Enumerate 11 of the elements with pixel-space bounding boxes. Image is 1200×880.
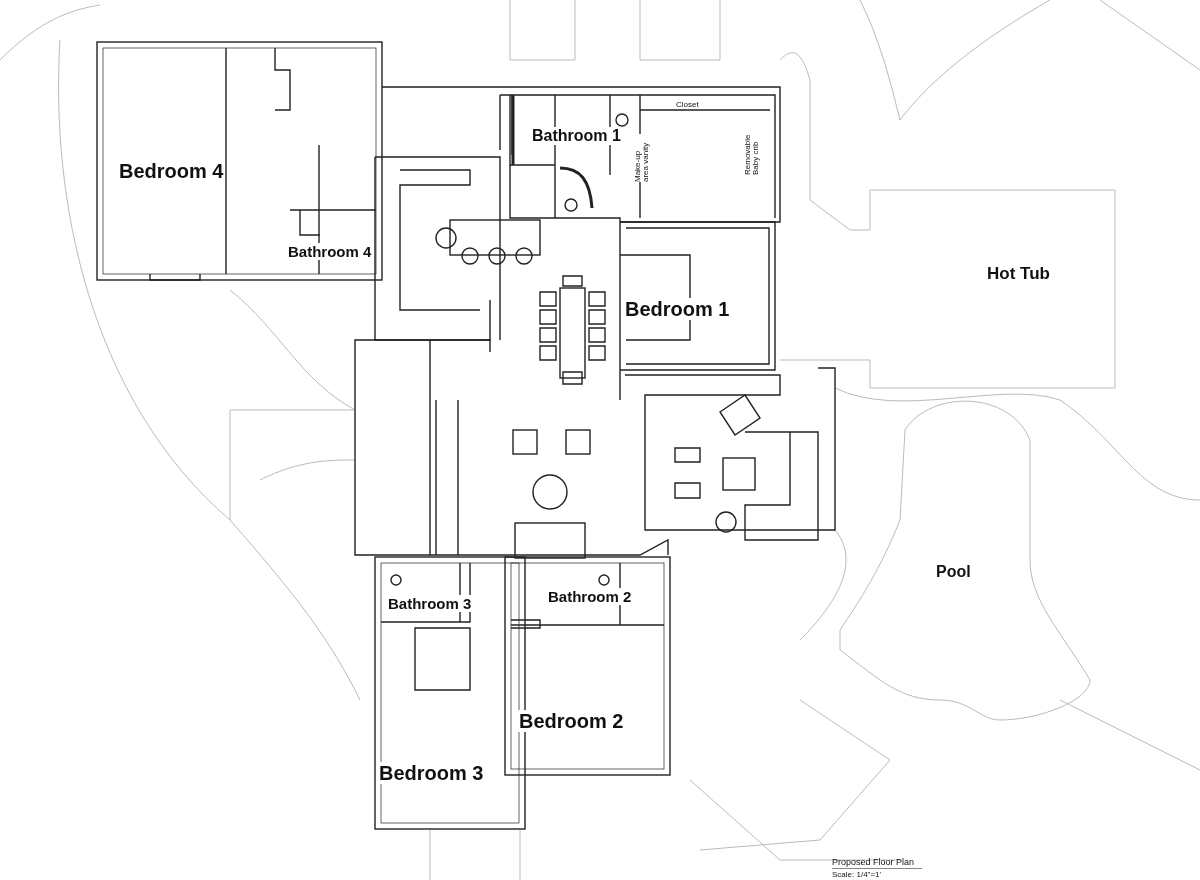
note: Make-up area vanity (634, 134, 650, 182)
room-name: Bathroom 3 (386, 595, 474, 612)
room-label: Closet (676, 101, 699, 109)
room-name: Bedroom 2 (517, 710, 626, 732)
room-name: Bathroom 2 (546, 588, 634, 605)
scale-note: Scale: 1/4"=1' (832, 871, 882, 879)
room-name: Bathroom 1 (530, 127, 623, 145)
room-name: Bathroom 4 (286, 243, 374, 260)
room-name: Bedroom 1 (623, 298, 732, 320)
room-name: Bedroom 3 (377, 762, 486, 784)
plan-title: Proposed Floor Plan (832, 858, 922, 869)
